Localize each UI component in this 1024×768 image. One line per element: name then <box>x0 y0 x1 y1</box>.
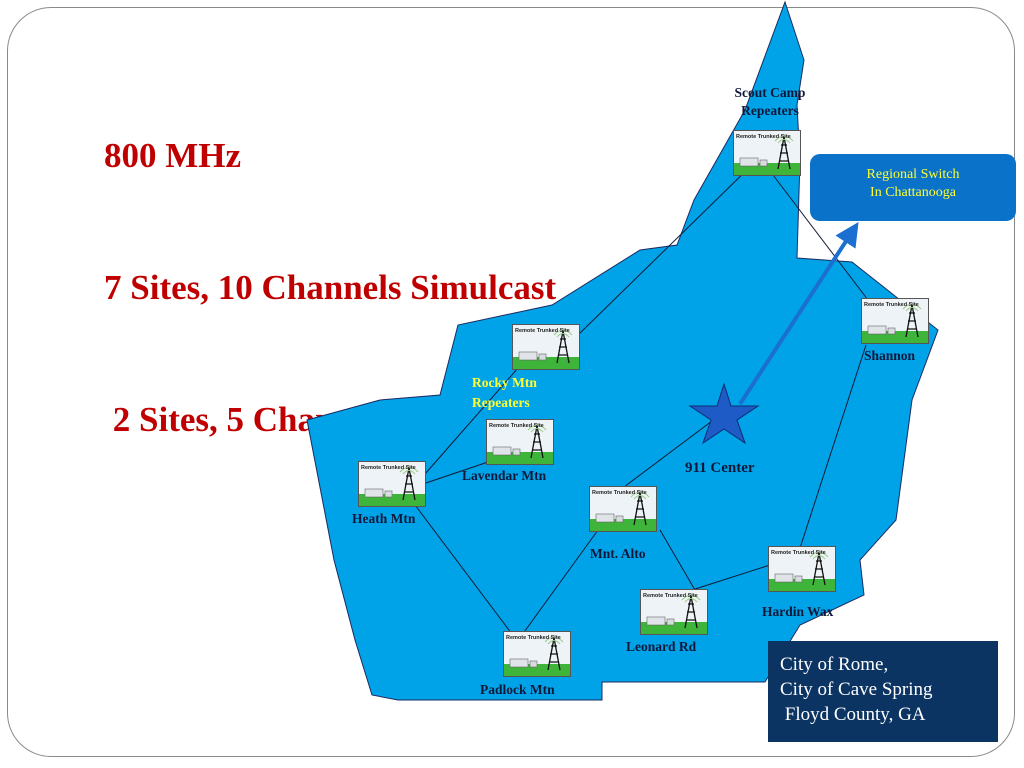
site-icon-hardin-wax: Remote Trunked Site <box>768 546 836 592</box>
coverage-line2: City of Cave Spring <box>780 679 933 700</box>
tower-icon <box>364 466 419 501</box>
title-line-1: 800 MHz <box>104 136 242 175</box>
label-rocky-mtn: Rocky Mtn Repeaters <box>472 373 537 413</box>
site-icon-text: Remote Trunked Site <box>736 134 791 140</box>
link-alto-center <box>619 414 721 491</box>
site-icon-text: Remote Trunked Site <box>643 593 698 599</box>
label-heath-mtn: Heath Mtn <box>352 511 416 526</box>
site-icon-text: Remote Trunked Site <box>361 465 416 471</box>
label-shannon: Shannon <box>864 348 916 363</box>
tower-icon <box>492 424 547 459</box>
site-icon-mnt-alto: Remote Trunked Site <box>589 486 657 532</box>
tower-icon <box>595 491 650 526</box>
link-rocky-heath <box>424 367 519 475</box>
uplink-arrow <box>738 221 859 406</box>
site-icon-scout-camp: Remote Trunked Site <box>733 130 801 176</box>
label-lavendar-mtn: Lavendar Mtn <box>462 468 547 483</box>
site-icon-text: Remote Trunked Site <box>771 550 826 556</box>
link-scout-shannon <box>772 174 869 301</box>
label-scout-camp: Scout Camp Repeaters <box>722 84 818 120</box>
link-leonard-hardin <box>691 564 771 591</box>
tower-icon <box>646 594 701 629</box>
link-alto-leonard <box>659 529 696 591</box>
county-map-shape <box>306 0 939 701</box>
site-icon-text: Remote Trunked Site <box>489 423 544 429</box>
site-icon-leonard-rd: Remote Trunked Site <box>640 589 708 635</box>
slide-frame <box>7 7 1015 757</box>
site-icon-text: Remote Trunked Site <box>506 635 561 641</box>
site-icon-text: Remote Trunked Site <box>515 328 570 334</box>
label-scout-camp-line1: Scout Camp <box>734 85 806 100</box>
link-scout-rocky <box>577 159 758 336</box>
regional-switch-box: Regional Switch In Chattanooga <box>810 154 1016 221</box>
coverage-line1: City of Rome, <box>780 654 889 675</box>
label-hardin-wax: Hardin Wax <box>762 604 834 619</box>
site-icon-padlock-mtn: Remote Trunked Site <box>503 631 571 677</box>
tower-icon <box>518 329 573 364</box>
site-icon-rocky-mtn: Remote Trunked Site <box>512 324 580 370</box>
tower-icon <box>739 135 794 170</box>
site-icon-heath-mtn: Remote Trunked Site <box>358 461 426 507</box>
link-padlock-alto <box>521 529 599 636</box>
site-icon-text: Remote Trunked Site <box>864 302 919 308</box>
label-leonard-rd: Leonard Rd <box>626 639 697 654</box>
label-scout-camp-line2: Repeaters <box>741 103 799 118</box>
tower-icon <box>867 303 922 338</box>
coverage-line3: Floyd County, GA <box>780 704 926 725</box>
link-lavendar-heath <box>419 461 489 486</box>
label-911-center: 911 Center <box>685 460 755 476</box>
link-lines <box>414 159 869 639</box>
site-icon-shannon: Remote Trunked Site <box>861 298 929 344</box>
label-padlock-mtn: Padlock Mtn <box>480 682 555 697</box>
label-mnt-alto: Mnt. Alto <box>590 546 646 561</box>
tower-icon <box>509 636 564 671</box>
site-icon-text: Remote Trunked Site <box>592 490 647 496</box>
link-hardin-shannon <box>799 344 867 549</box>
coverage-info-box: City of Rome, City of Cave Spring Floyd … <box>768 641 998 742</box>
link-heath-padlock <box>414 504 516 639</box>
site-icon-lavendar-mtn: Remote Trunked Site <box>486 419 554 465</box>
title-line-2: 7 Sites, 10 Channels Simulcast <box>104 268 557 307</box>
dispatch-star-icon <box>688 382 760 445</box>
label-rocky-mtn-line1: Rocky Mtn <box>472 375 537 390</box>
tower-icon <box>774 551 829 586</box>
regional-switch-line1: Regional Switch <box>866 167 960 182</box>
label-rocky-mtn-line2: Repeaters <box>472 395 530 410</box>
regional-switch-line2: In Chattanooga <box>870 185 956 200</box>
